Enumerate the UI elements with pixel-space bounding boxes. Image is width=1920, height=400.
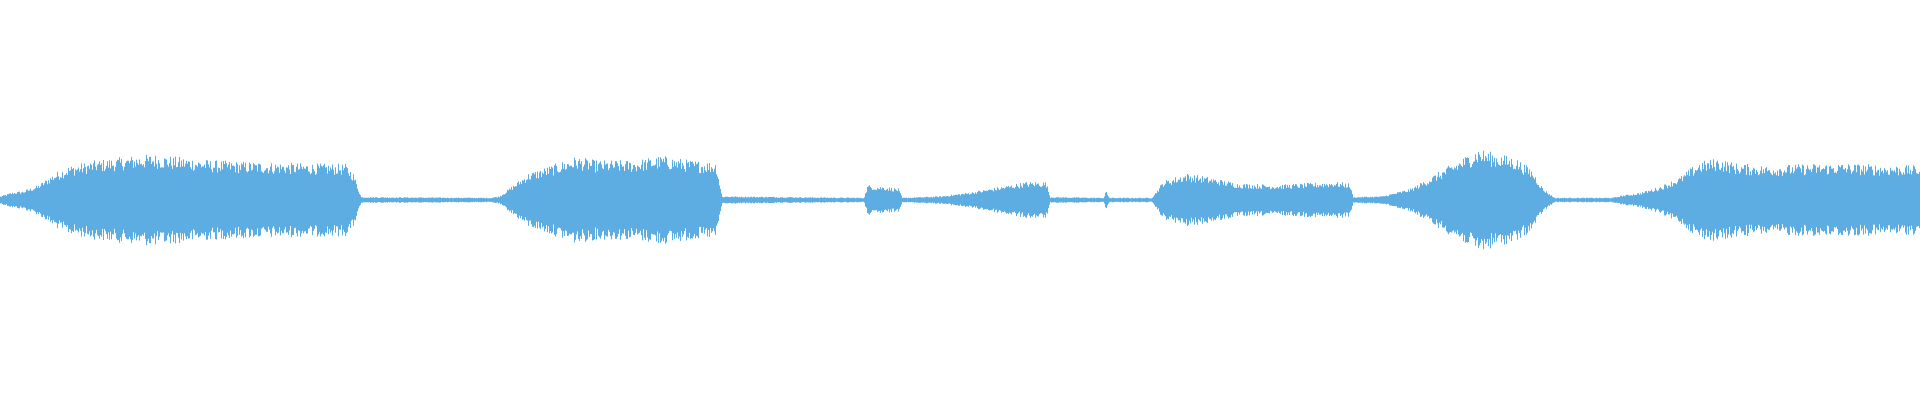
waveform-peaks: [0, 150, 1920, 250]
